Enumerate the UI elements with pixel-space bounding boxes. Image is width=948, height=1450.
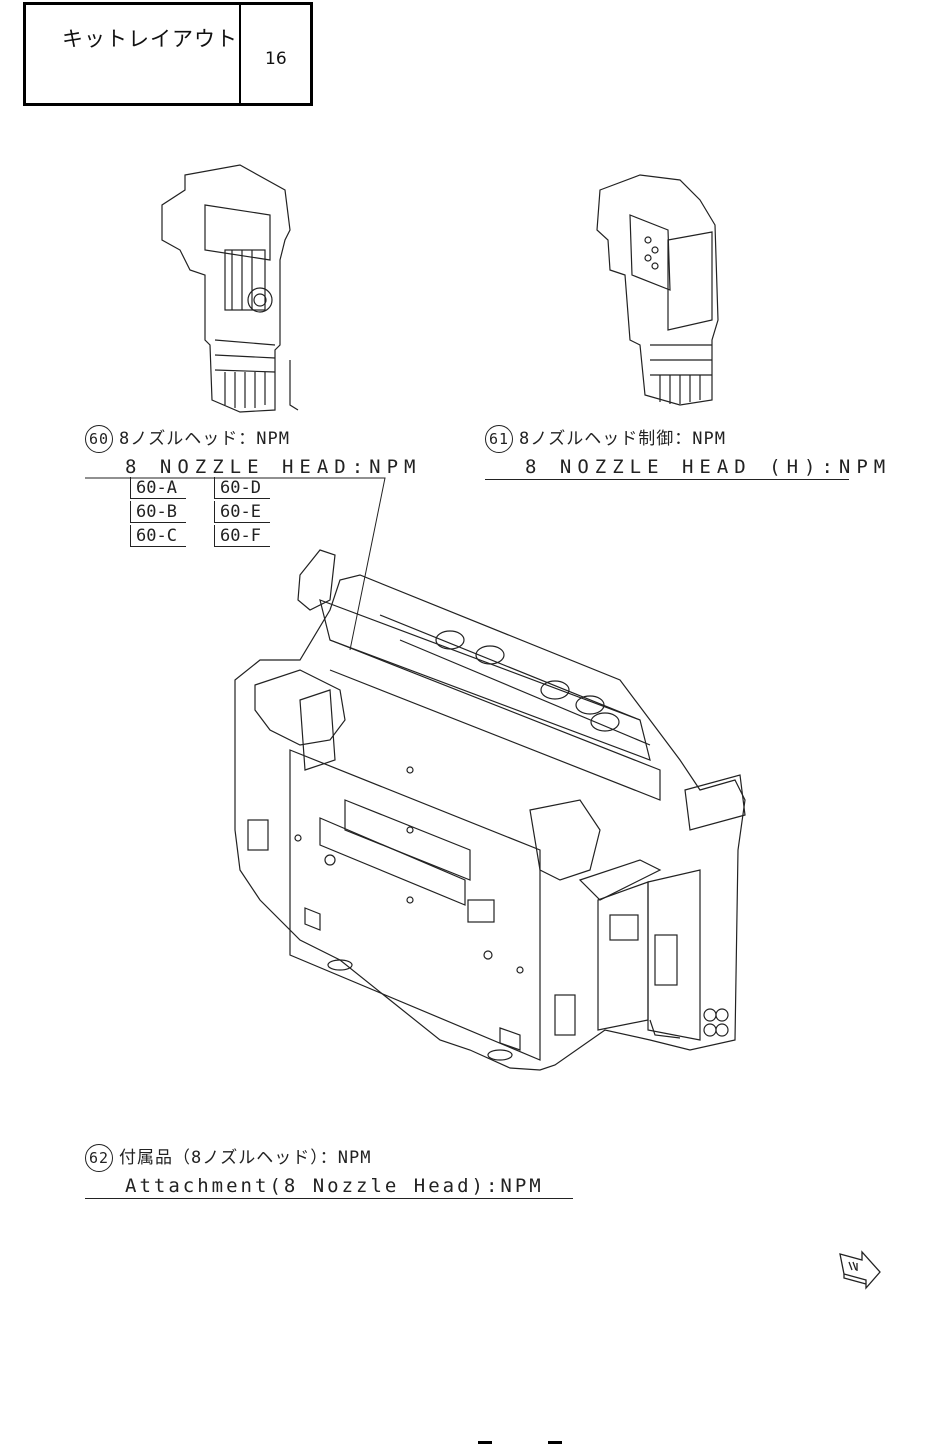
callout-60-jp: 8ノズルヘッド：NPM <box>119 429 290 449</box>
callout-number-61: 61 <box>485 425 513 453</box>
nozzle-head-60-figure <box>162 165 298 412</box>
callout-62: 62 付属品（8ノズルヘッド）：NPM Attachment(8 Nozzle H… <box>85 1143 573 1199</box>
callout-60-en: 8 NOZZLE HEAD:NPM <box>125 456 385 478</box>
callout-61-jp: 8ノズルヘッド制御：NPM <box>519 429 726 449</box>
callout-61-en: 8 NOZZLE HEAD (H):NPM <box>525 456 849 478</box>
variant-cell: 60-E <box>214 501 270 523</box>
nozzle-head-61-figure <box>597 175 718 405</box>
callout-62-underline <box>85 1198 573 1199</box>
variant-cell: 60-B <box>130 501 186 523</box>
footer-mark <box>478 1441 492 1444</box>
callout-60: 60 8ノズルヘッド：NPM 8 NOZZLE HEAD:NPM <box>85 424 385 478</box>
callout-61-underline <box>485 479 849 480</box>
callout-62-en: Attachment(8 Nozzle Head):NPM <box>125 1175 573 1197</box>
npm-machine-figure <box>235 550 745 1070</box>
callout-62-jp: 付属品（8ノズルヘッド）：NPM <box>119 1148 371 1168</box>
footer-mark <box>548 1441 562 1444</box>
variant-cell: 60-D <box>214 477 270 499</box>
variant-cell: 60-C <box>130 525 186 547</box>
callout-number-60: 60 <box>85 425 113 453</box>
variant-cell: 60-F <box>214 525 270 547</box>
callout-number-62: 62 <box>85 1144 113 1172</box>
variant-cell: 60-A <box>130 477 186 499</box>
forward-arrow-icon[interactable] <box>836 1246 884 1298</box>
callout-61: 61 8ノズルヘッド制御：NPM 8 NOZZLE HEAD (H):NPM <box>485 424 849 480</box>
